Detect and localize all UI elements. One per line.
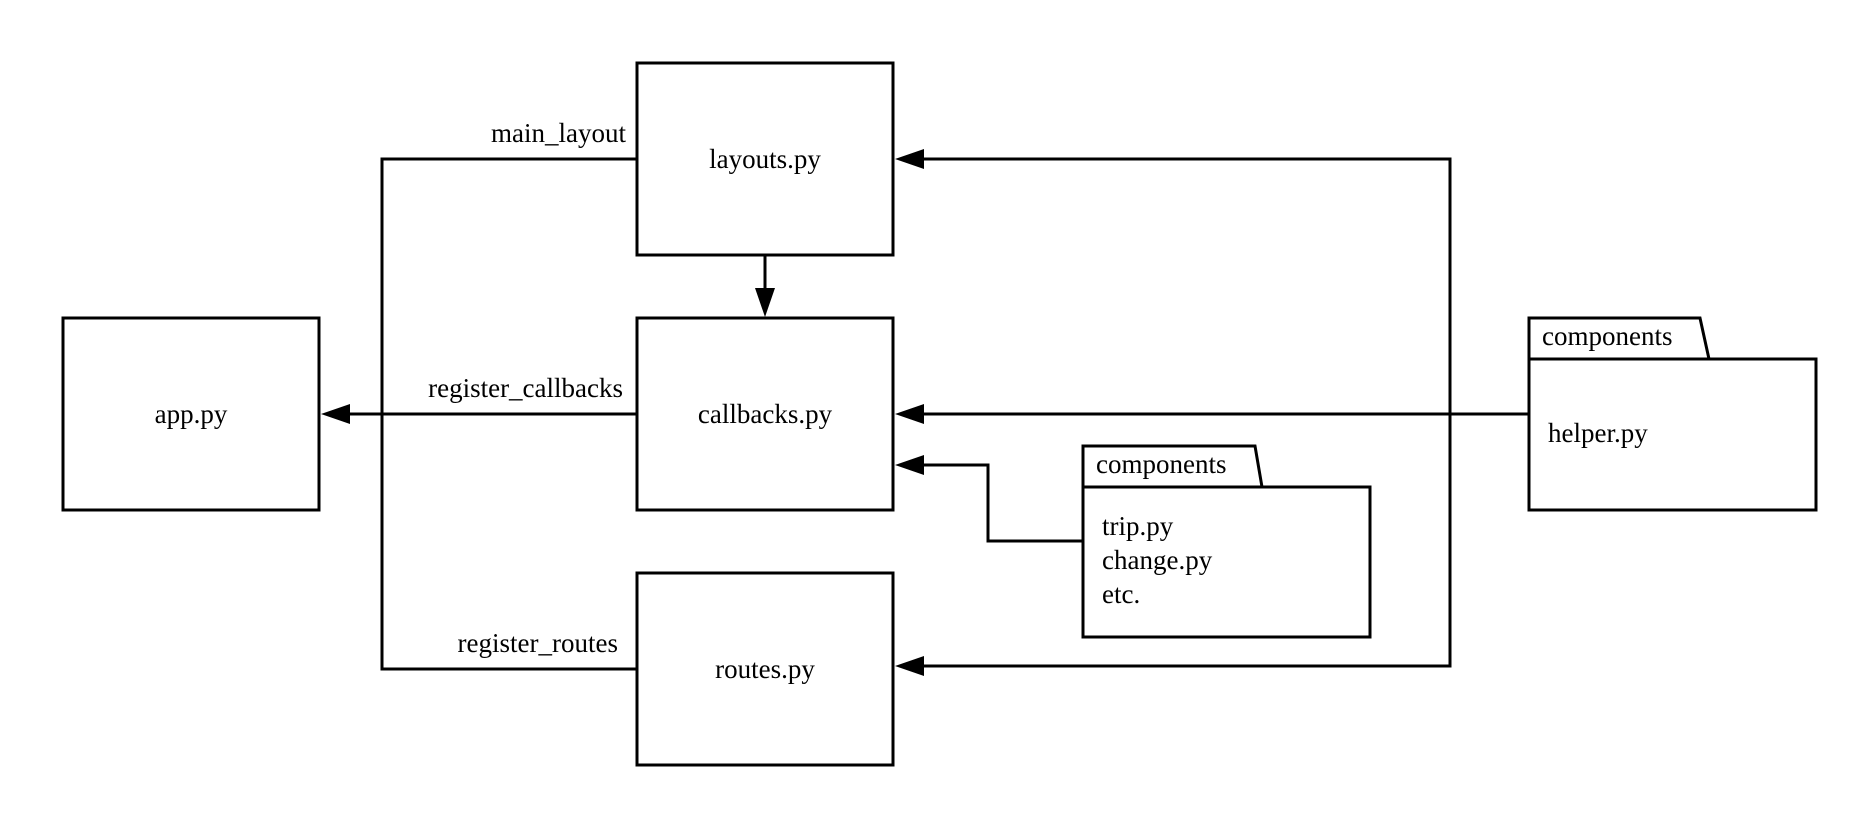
node-routes[interactable]: routes.py xyxy=(635,571,895,767)
arrowhead-into-app xyxy=(321,404,350,424)
package-components-large-tab-label: components xyxy=(1542,321,1672,351)
node-routes-box xyxy=(635,571,895,767)
package-components-small-file: change.py xyxy=(1102,545,1213,575)
node-app[interactable]: app.py xyxy=(61,316,321,512)
edge-label-register-routes: register_routes xyxy=(458,628,618,658)
edge-main-layout xyxy=(380,157,637,414)
node-layouts[interactable]: layouts.py xyxy=(635,61,895,257)
package-components-small-file: trip.py xyxy=(1102,511,1174,541)
edge-label-main-layout: main_layout xyxy=(491,118,626,148)
node-routes-label: routes.py xyxy=(715,654,815,684)
node-app-label: app.py xyxy=(155,399,228,429)
arrowhead-into-layouts xyxy=(895,149,924,169)
package-components-large-file: helper.py xyxy=(1548,418,1648,448)
arrowhead-into-routes xyxy=(895,656,924,676)
node-layouts-box xyxy=(635,61,895,257)
node-layouts-label: layouts.py xyxy=(709,144,821,174)
node-app-box xyxy=(61,316,321,512)
edge-helper-to-layouts xyxy=(912,157,1452,414)
package-components-small-file: etc. xyxy=(1102,579,1140,609)
package-components-small-tab-label: components xyxy=(1096,449,1226,479)
arrowhead-into-callbacks-right xyxy=(895,404,924,424)
edge-helper-to-routes xyxy=(912,414,1452,668)
package-components-small-body xyxy=(1081,485,1372,639)
edge-register-routes xyxy=(380,414,637,671)
package-components-small[interactable]: components trip.py change.py etc. xyxy=(1081,444,1372,639)
package-components-large-body xyxy=(1527,357,1818,512)
edge-components-to-callbacks xyxy=(912,463,1083,543)
node-callbacks[interactable]: callbacks.py xyxy=(635,316,895,512)
arrowhead-into-callbacks-top xyxy=(755,288,775,317)
package-components-large[interactable]: components helper.py xyxy=(1527,316,1818,512)
arrowhead-into-callbacks-lower xyxy=(895,455,924,475)
node-callbacks-label: callbacks.py xyxy=(698,399,833,429)
edge-label-register-callbacks: register_callbacks xyxy=(428,373,623,403)
node-callbacks-box xyxy=(635,316,895,512)
